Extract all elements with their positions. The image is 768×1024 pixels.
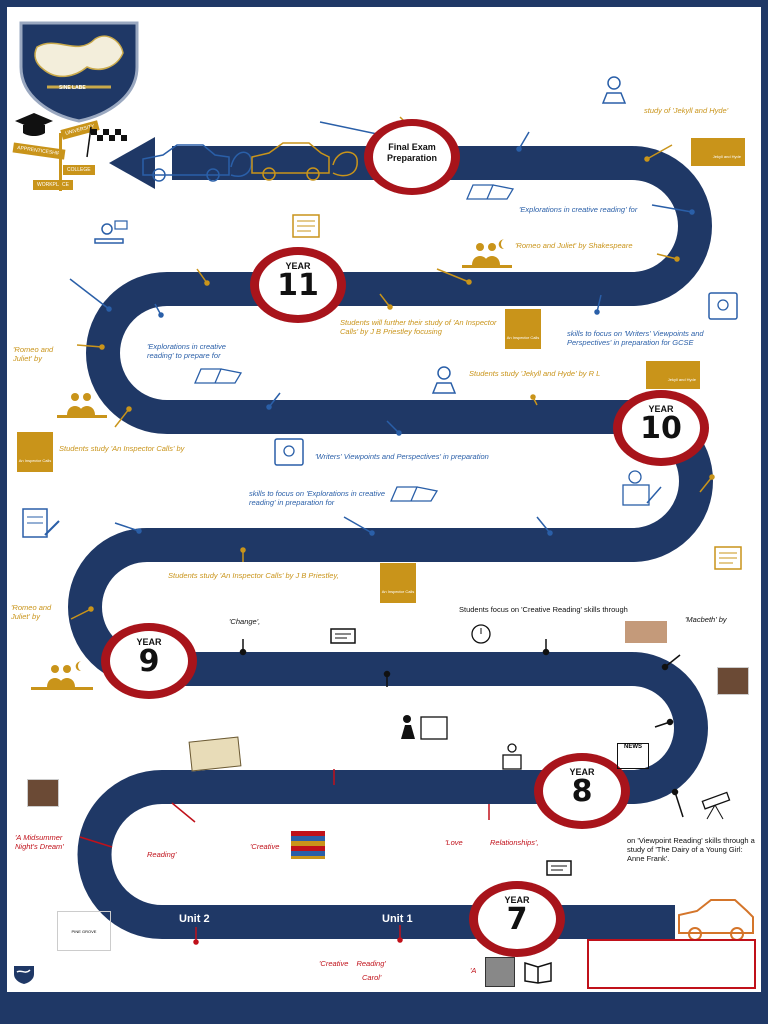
book-magnifier-icon-2 xyxy=(274,438,304,466)
label-inspector-by: Students study 'An Inspector Calls' by xyxy=(59,444,185,453)
small-crest-icon xyxy=(14,966,34,984)
signpost-college: COLLEGE xyxy=(63,165,95,175)
inspector-calls-badge-3: An Inspector Calls xyxy=(380,563,416,603)
label-a: 'A xyxy=(470,966,477,975)
crest-motto: SINE LABE xyxy=(59,85,86,91)
year-7-prefix: YEAR xyxy=(504,895,530,905)
year-11-number: 11 xyxy=(277,268,319,303)
label-jekyll-top: study of 'Jekyll and Hyde' xyxy=(644,106,729,115)
label-inspector-further: Students will further their study of 'An… xyxy=(340,318,497,336)
romeo-juliet-couple-icon-2 xyxy=(57,393,107,418)
student-reading-icon xyxy=(601,76,627,104)
scroll-icon xyxy=(292,214,320,238)
signpost-workplace: WORKPLACE xyxy=(33,180,73,190)
label-romeo-left: 'Romeo and Juliet' by xyxy=(13,345,54,363)
shakespeare-portrait-2 xyxy=(717,667,749,695)
open-book-hand-icon xyxy=(466,184,515,200)
jekyll-hyde-badge-2: Jekyll and Hyde xyxy=(646,361,700,389)
label-creative-reading-focus: Students focus on 'Creative Reading' ski… xyxy=(459,605,628,614)
label-carol: Carol' xyxy=(362,973,382,982)
label-viewpoint-reading: on 'Viewpoint Reading' skills through a … xyxy=(627,836,755,863)
label-romeo-y9: 'Romeo and Juliet' by xyxy=(11,603,52,621)
book-stack-icon xyxy=(291,831,325,859)
year-9-number: 9 xyxy=(138,644,160,679)
empty-red-box xyxy=(587,939,756,989)
writing-paper-icon xyxy=(330,628,356,644)
label-change: 'Change', xyxy=(229,617,261,626)
year-7-number: 7 xyxy=(506,902,528,937)
label-skills-writers-gcse: skills to focus on 'Writers' Viewpoints … xyxy=(567,329,704,347)
jekyll-hyde-badge: Jekyll and Hyde xyxy=(691,138,745,166)
shakespeare-portrait xyxy=(625,621,667,643)
learning-journey-map: SINE LABE UNIVERSITY APPRENTICESHIP COLL… xyxy=(7,7,761,992)
label-midsummer: 'A Midsummer Night's Dream' xyxy=(15,833,64,851)
label-romeo-top: 'Romeo and Juliet' by Shakespeare xyxy=(515,241,633,250)
pine-grove-card: PINE GROVE xyxy=(57,911,111,951)
graduation-cap-icon xyxy=(15,113,53,136)
inspector-calls-badge-2: An Inspector Calls xyxy=(17,432,53,472)
old-book-icon xyxy=(188,736,242,772)
chequered-flag-icon xyxy=(86,126,127,158)
label-love: 'Love xyxy=(445,838,463,847)
label-creative-reading-y7: 'Creative Reading' xyxy=(319,959,386,968)
writing-paper-icon-2 xyxy=(546,860,572,876)
footer-strip xyxy=(0,992,768,1024)
label-explorations-top: 'Explorations in creative reading' for xyxy=(519,205,638,214)
document-pencil-icon xyxy=(22,508,60,538)
romeo-juliet-couple-icon-3 xyxy=(31,661,93,690)
label-explorations-prepare: 'Explorations in creative reading' to pr… xyxy=(147,342,226,360)
label-skills-explorations: skills to focus on 'Explorations in crea… xyxy=(249,489,386,507)
label-jekyll-rl: Students study 'Jekyll and Hyde' by R L xyxy=(469,369,601,378)
telescope-icon xyxy=(701,791,731,820)
scroll-icon-2 xyxy=(714,546,742,570)
dickens-portrait xyxy=(485,957,515,987)
shakespeare-portrait-3 xyxy=(27,779,59,807)
news-icon: NEWS xyxy=(617,743,649,769)
label-reading: Reading' xyxy=(147,850,177,859)
inspector-calls-badge: An Inspector Calls xyxy=(505,309,541,349)
year-10-prefix: YEAR xyxy=(648,404,674,414)
open-book-icon xyxy=(524,961,552,984)
label-macbeth: 'Macbeth' by xyxy=(685,615,727,624)
year-9-prefix: YEAR xyxy=(136,637,162,647)
open-book-hand-icon-3 xyxy=(390,486,439,502)
year-8-prefix: YEAR xyxy=(569,767,595,777)
unit-1-label: Unit 1 xyxy=(382,913,413,925)
signpost-pole xyxy=(59,133,62,191)
year-8-number: 8 xyxy=(571,774,593,809)
label-writers-viewpoints: 'Writers' Viewpoints and Perspectives' i… xyxy=(315,452,489,461)
label-relationships: Relationships', xyxy=(490,838,539,847)
year-10-number: 10 xyxy=(640,411,682,446)
year-11-prefix: YEAR xyxy=(285,261,311,271)
actor-script-icon xyxy=(401,715,448,740)
open-book-hand-icon-2 xyxy=(194,368,243,384)
romeo-juliet-couple-icon xyxy=(462,239,512,268)
speaker-podium-icon xyxy=(502,743,522,770)
final-exam-sign: Final Exam Preparation xyxy=(364,119,460,195)
final-exam-label: Final Exam Preparation xyxy=(386,142,437,163)
book-magnifier-icon xyxy=(708,292,738,320)
student-reading-icon-2 xyxy=(431,366,457,394)
school-crest-icon xyxy=(19,21,139,123)
label-creative: 'Creative xyxy=(250,842,280,851)
unit-2-label: Unit 2 xyxy=(179,913,210,925)
stopwatch-icon xyxy=(471,624,491,644)
idea-paper-icon xyxy=(622,470,662,506)
label-inspector-priestley: Students study 'An Inspector Calls' by J… xyxy=(168,571,339,580)
student-desk-icon xyxy=(94,220,128,244)
